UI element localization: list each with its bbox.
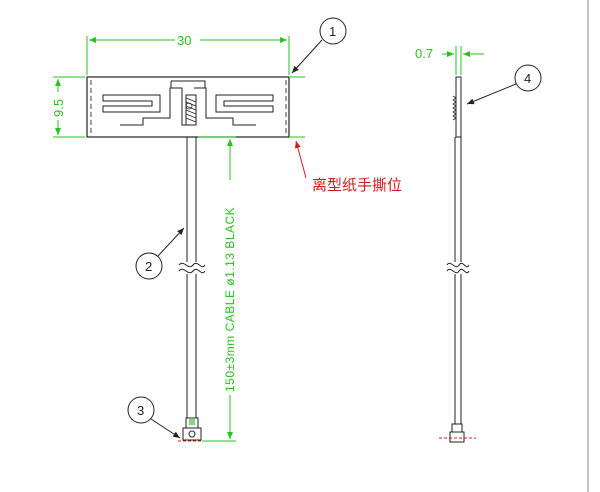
release-paper-note: 离型纸手撕位	[312, 176, 402, 194]
antenna-trace	[102, 80, 274, 126]
width-label: 30	[177, 33, 191, 48]
cable-break-symbol	[178, 262, 206, 274]
cable-length-label: 150±3mm CABLE ø1.13 BLACK	[223, 207, 237, 392]
thickness-label: 0.7	[415, 46, 433, 61]
callout-3: 3	[127, 396, 181, 439]
side-antenna-body	[455, 76, 462, 138]
side-cable-break-symbol	[446, 262, 470, 274]
height-dimension: 9.5	[51, 76, 85, 138]
side-connector	[439, 423, 476, 443]
height-label: 9.5	[51, 99, 66, 117]
connector	[178, 417, 206, 442]
front-view: 30 9.5 150±3mm CABLE ø1.13 BLACK 离型纸手撕位	[51, 33, 402, 442]
callout-2: 2	[135, 227, 185, 280]
svg-text:2: 2	[145, 259, 152, 274]
side-view: 0.7	[415, 46, 484, 443]
note-leader	[294, 140, 307, 179]
cable-length-dimension: 150±3mm CABLE ø1.13 BLACK	[198, 136, 237, 442]
thickness-dimension: 0.7	[415, 46, 484, 75]
side-adhesive	[452, 95, 457, 121]
feed-solder-dot	[185, 102, 193, 110]
width-dimension: 30	[86, 33, 290, 75]
svg-text:3: 3	[137, 403, 144, 418]
svg-text:4: 4	[524, 71, 531, 86]
callout-1: 1	[291, 17, 347, 74]
svg-text:1: 1	[329, 24, 336, 39]
feed-point	[185, 94, 197, 126]
antenna-body	[86, 76, 290, 138]
callout-4: 4	[466, 64, 542, 105]
